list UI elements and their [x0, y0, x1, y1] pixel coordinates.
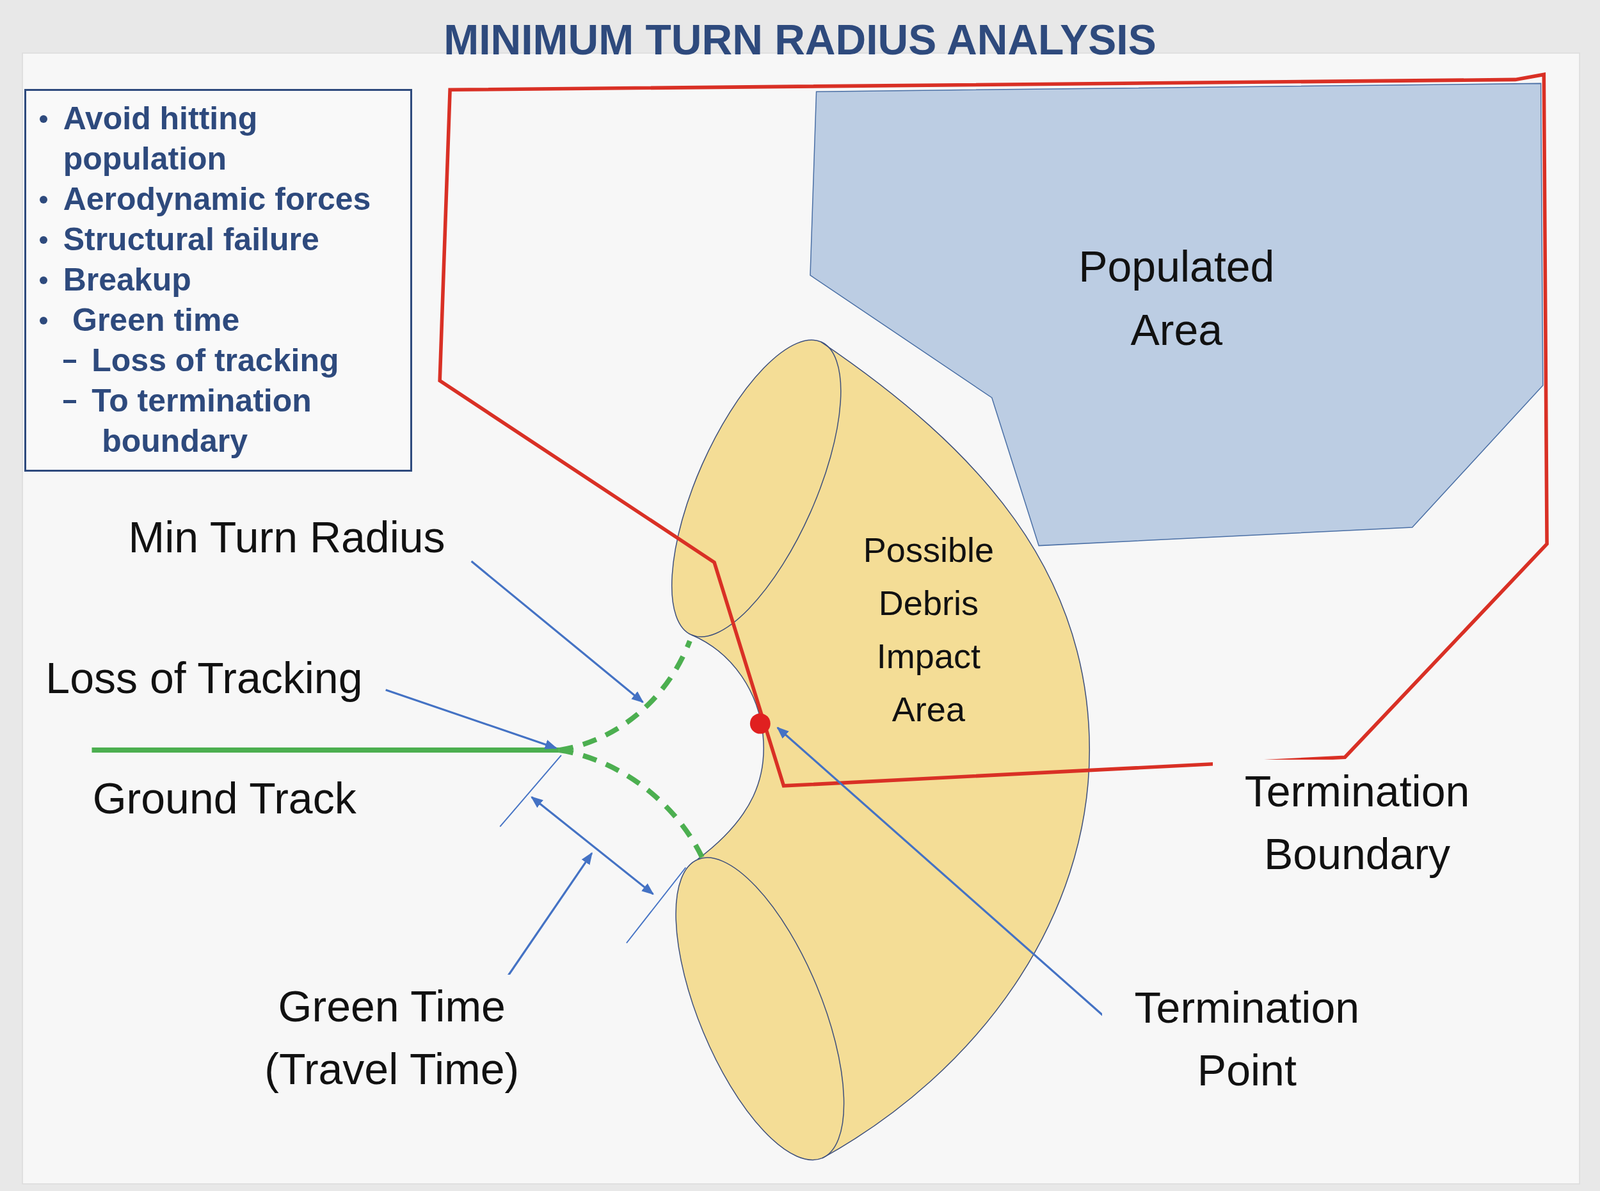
bullet-dot	[39, 316, 48, 325]
callout-label: Termination Point	[1102, 976, 1392, 1102]
bullet-dot	[39, 115, 48, 123]
debris-impact-area-shape	[675, 332, 1096, 1168]
debris-impact-area-outline	[691, 634, 765, 860]
extension-line	[626, 867, 686, 943]
ground-track-line	[91, 747, 559, 753]
bullet-dot	[39, 276, 48, 285]
bullet-dot	[39, 195, 48, 204]
leader-line	[508, 853, 592, 976]
slide-title: MINIMUM TURN RADIUS ANALYSIS	[0, 14, 1600, 66]
turn-path-upper	[559, 640, 690, 751]
bullet-text: Green time	[63, 300, 402, 341]
bullet-text: Avoid hitting population	[63, 98, 402, 180]
bullet-dash	[63, 359, 77, 363]
debris-impact-area: Possible Debris Impact Area	[675, 332, 1096, 1168]
bullet-text: To termination boundary	[101, 380, 402, 462]
turn-path-lower	[559, 750, 703, 857]
leader-line	[777, 727, 1113, 1024]
debris-impact-area-outline	[641, 835, 879, 1182]
bullet-dot	[39, 236, 48, 244]
callout-label: Termination Boundary	[1212, 759, 1503, 886]
callout-label: Green Time (Travel Time)	[234, 974, 550, 1101]
callout-label: Loss of Tracking	[41, 646, 367, 710]
dimension-arrow	[531, 796, 654, 894]
leader-line	[385, 689, 557, 749]
notes-box: Avoid hitting populationAerodynamic forc…	[24, 88, 413, 472]
debris-impact-area-outline	[637, 318, 876, 660]
extension-line	[499, 755, 562, 827]
termination-boundary-line	[439, 74, 1547, 786]
callout-label: Ground Track	[88, 766, 361, 830]
leader-line	[471, 561, 644, 703]
slide-panel	[22, 53, 1580, 1184]
bullet-text: Aerodynamic forces	[63, 179, 402, 220]
area-label: Possible Debris Impact Area	[848, 523, 1009, 736]
callout-label: Min Turn Radius	[124, 505, 450, 569]
debris-impact-area-outline	[821, 341, 1090, 1159]
bullet-text: Structural failure	[63, 219, 402, 260]
area-label: Populated Area	[1041, 234, 1311, 362]
bullet-dash	[63, 400, 77, 404]
termination-point-dot	[750, 713, 771, 735]
bullet-text: Loss of tracking	[91, 340, 402, 381]
bullet-text: Breakup	[63, 259, 402, 301]
